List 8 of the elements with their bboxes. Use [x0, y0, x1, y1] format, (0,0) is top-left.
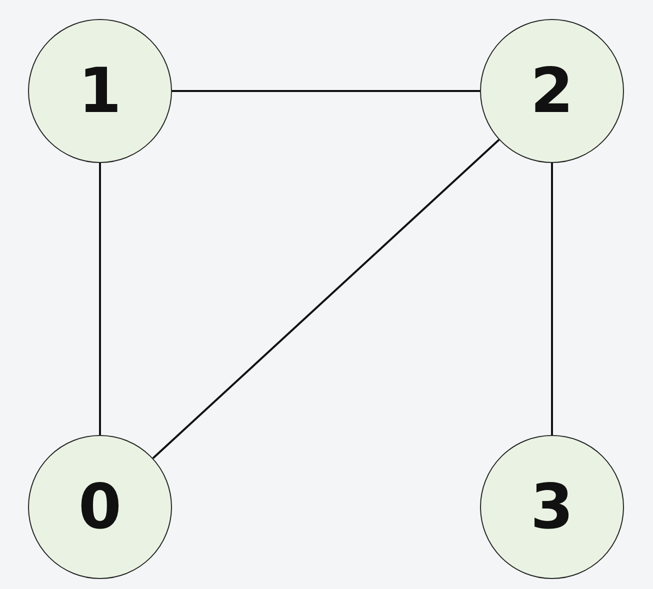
vertex-label: 2	[530, 60, 574, 122]
vertex-label: 0	[78, 476, 122, 538]
connector-line	[99, 163, 101, 435]
connector-line	[152, 139, 500, 459]
connector-line	[172, 90, 480, 92]
vertex-label: 3	[530, 476, 574, 538]
connector-line	[551, 163, 553, 435]
vertex-label: 1	[78, 60, 122, 122]
